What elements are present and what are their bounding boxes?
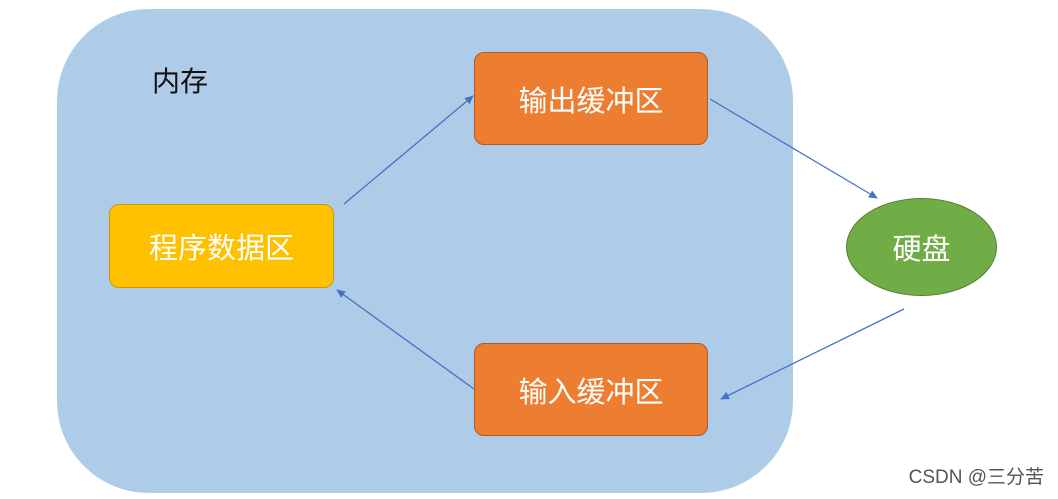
program-data-label: 程序数据区 [148,231,294,265]
arrow-disk-to-input [720,308,905,400]
output-buffer-box: 输出缓冲区 [474,52,708,145]
disk-node: 硬盘 [846,198,997,296]
input-buffer-box: 输入缓冲区 [474,343,708,436]
watermark: CSDN @三分苦 [908,467,1044,488]
arrow-input-to-program [336,289,475,390]
input-buffer-label: 输入缓冲区 [518,374,664,409]
program-data-box: 程序数据区 [109,204,334,288]
disk-label: 硬盘 [892,232,951,266]
arrow-program-to-output [343,95,474,205]
arrow-output-to-disk [709,98,878,199]
output-buffer-label: 输出缓冲区 [518,83,664,118]
memory-label: 内存 [152,65,209,98]
